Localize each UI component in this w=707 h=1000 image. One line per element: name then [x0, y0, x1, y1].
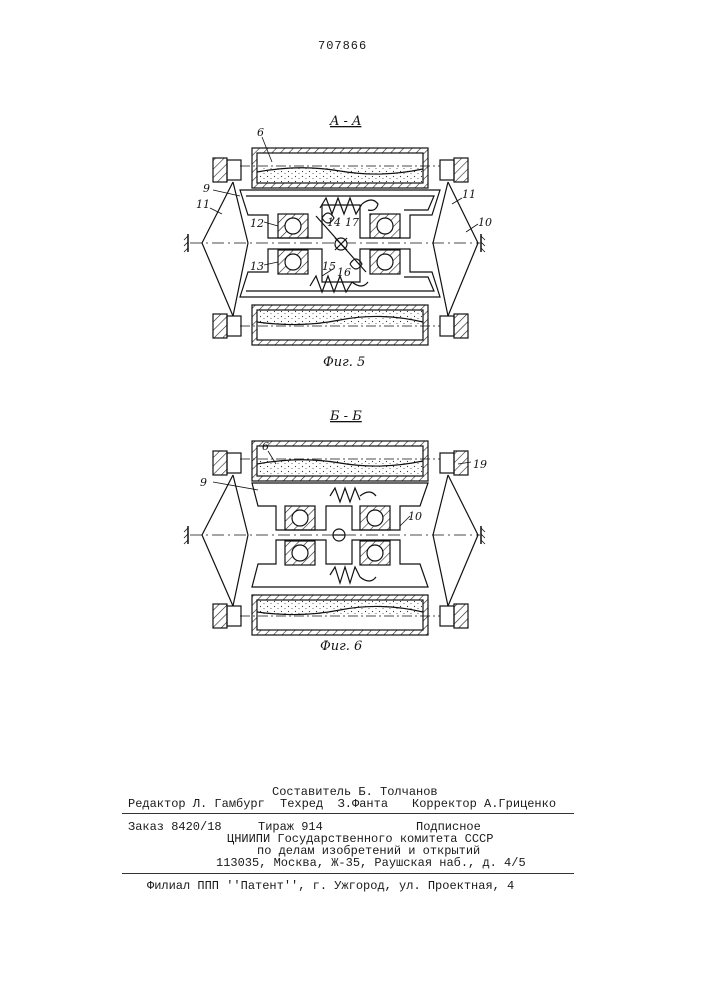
fig6-label-9: 9 [200, 476, 207, 489]
fig5-label-16: 16 [337, 266, 351, 279]
fig5-section-label: A - A [329, 114, 361, 129]
figure-5 [184, 148, 485, 345]
fig5-label-12: 12 [250, 217, 264, 230]
fig5-label-6: 6 [257, 126, 264, 139]
branch-line: Филиал ППП ''Патент'', г. Ужгород, ул. П… [147, 879, 514, 893]
fig5-label-13: 13 [250, 260, 264, 273]
figure-6 [184, 441, 485, 635]
fig6-label-19: 19 [473, 458, 487, 471]
address: 113035, Москва, Ж-35, Раушская наб., д. … [216, 856, 526, 870]
fig6-label-6: 6 [262, 440, 269, 453]
order-number: Заказ 8420/18 [128, 820, 222, 834]
fig5-caption: Фиг. 5 [323, 355, 365, 370]
divider-bottom [122, 873, 574, 874]
techred-line: Техред З.Фанта [280, 797, 388, 811]
fig5-label-11-right: 11 [462, 188, 476, 201]
fig5-label-15: 15 [322, 260, 336, 273]
corrector-line: Корректор А.Гриценко [412, 797, 556, 811]
fig5-label-11-left: 11 [196, 198, 210, 211]
fig5-label-10: 10 [478, 216, 492, 229]
fig5-label-14: 14 [327, 216, 341, 229]
editor-line: Редактор Л. Гамбург [128, 797, 265, 811]
fig6-section-label: Б - Б [329, 409, 362, 424]
fig5-label-17: 17 [345, 216, 359, 229]
fig6-caption: Фиг. 6 [320, 639, 362, 654]
fig6-label-10: 10 [408, 510, 422, 523]
fig5-label-9: 9 [203, 182, 210, 195]
divider-top [122, 813, 574, 814]
